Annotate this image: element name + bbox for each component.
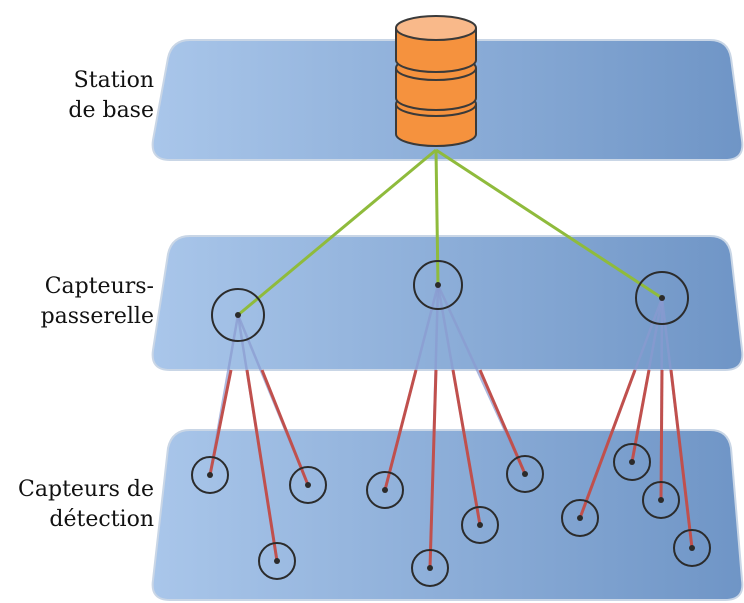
gateway-links bbox=[237, 148, 663, 317]
detection-sensors-label-line2: détection bbox=[49, 507, 154, 532]
detection-sensors-label: Capteurs de détection bbox=[0, 475, 154, 535]
gateway-sensors-label-line1: Capteurs- bbox=[44, 274, 154, 299]
detection-sensor-node bbox=[506, 455, 544, 493]
detection-sensor-node bbox=[673, 529, 711, 567]
base-station-label-line2: de base bbox=[68, 98, 154, 123]
detection-sensor-node bbox=[613, 443, 651, 481]
database-icon bbox=[395, 15, 477, 147]
detection-sensor-node bbox=[411, 549, 449, 587]
detection-sensor-node bbox=[191, 456, 229, 494]
detection-sensor-node bbox=[258, 542, 296, 580]
sensor-links bbox=[208, 369, 694, 569]
gateway-sensors-label: Capteurs- passerelle bbox=[10, 272, 154, 332]
detection-sensor-node bbox=[561, 499, 599, 537]
detection-sensor-node bbox=[366, 471, 404, 509]
detection-sensor-node bbox=[461, 506, 499, 544]
detection-sensor-node bbox=[289, 466, 327, 504]
base-station-label: Station de base bbox=[40, 66, 154, 126]
gateway-sensor-node bbox=[211, 288, 265, 342]
gateway-sensor-node bbox=[635, 271, 689, 325]
detection-sensors-plane bbox=[151, 429, 744, 601]
gateway-sensor-node bbox=[413, 260, 463, 310]
detection-sensors-label-line1: Capteurs de bbox=[18, 477, 154, 502]
detection-sensor-node bbox=[642, 481, 680, 519]
base-station-label-line1: Station bbox=[73, 68, 154, 93]
gateway-sensors-label-line2: passerelle bbox=[40, 304, 154, 329]
